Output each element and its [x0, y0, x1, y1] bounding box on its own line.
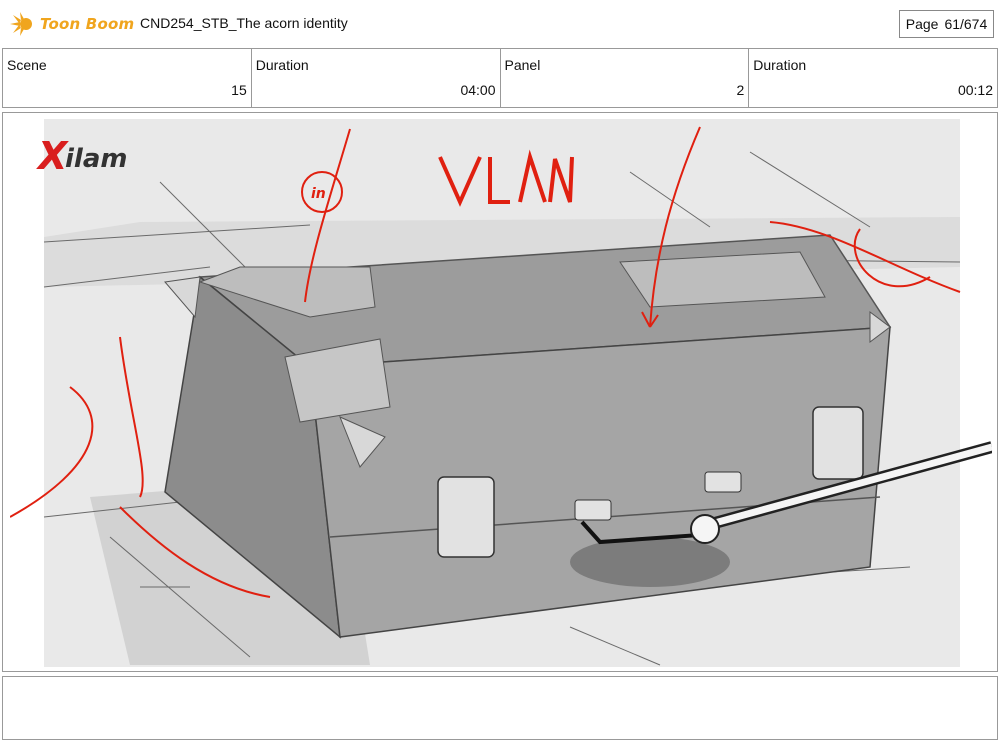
toon-boom-logo: Toon Boom — [8, 10, 134, 38]
scene-value: 15 — [231, 82, 247, 98]
xilam-logo-text: ilam — [65, 144, 127, 174]
page-label: Page — [905, 16, 939, 32]
panel-duration-value: 00:12 — [957, 82, 993, 98]
suitcase-sketch-image: X ilam in — [10, 117, 992, 669]
panel-notes-box — [2, 676, 998, 740]
circle-note: in — [311, 186, 326, 202]
sunburst-icon — [10, 12, 32, 36]
panel-cell: Panel 2 — [501, 49, 750, 107]
scene-duration-cell: Duration 04:00 — [252, 49, 501, 107]
scene-info-row: Scene 15 Duration 04:00 Panel 2 Duration… — [2, 48, 998, 108]
xilam-logo-x: X — [36, 134, 69, 178]
panel-value: 2 — [736, 82, 745, 98]
logo-text: Toon Boom — [40, 15, 135, 33]
document-title: CND254_STB_The acorn identity — [140, 15, 348, 31]
panel-duration-label: Duration — [753, 57, 807, 73]
storyboard-panel: X ilam in — [2, 112, 998, 672]
page-number: 61/674 — [944, 16, 988, 32]
panel-label: Panel — [504, 57, 541, 73]
scene-cell: Scene 15 — [3, 49, 252, 107]
header: Toon Boom CND254_STB_The acorn identity … — [0, 0, 1000, 48]
scene-duration-label: Duration — [255, 57, 309, 73]
scene-label: Scene — [7, 57, 47, 73]
scene-duration-value: 04:00 — [460, 82, 496, 98]
page-indicator: Page 61/674 — [899, 10, 994, 38]
panel-duration-cell: Duration 00:12 — [749, 49, 997, 107]
